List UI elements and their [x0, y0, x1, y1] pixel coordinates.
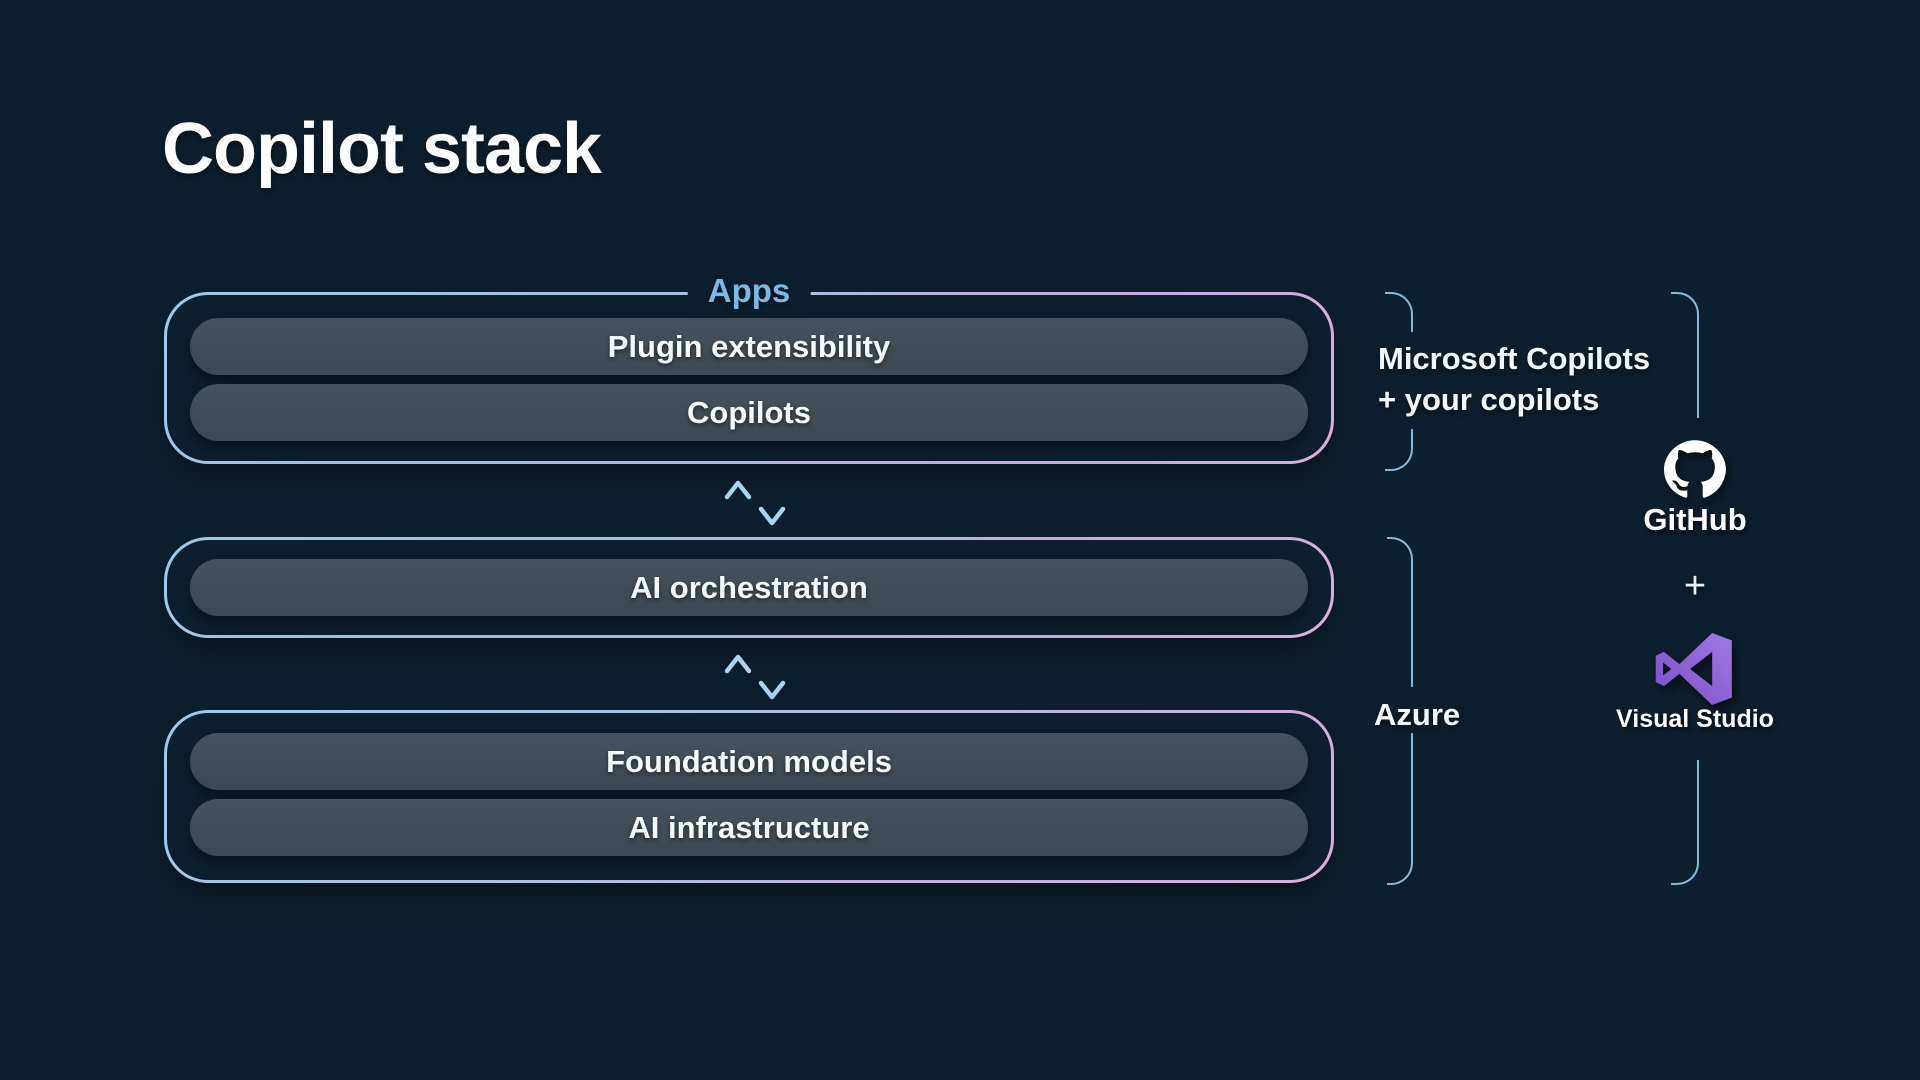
infrastructure-group: Foundation models AI infrastructure: [164, 710, 1334, 883]
github-label: GitHub: [1643, 502, 1747, 537]
apps-group: Apps Plugin extensibility Copilots: [164, 269, 1334, 464]
pill-foundation-models: Foundation models: [190, 733, 1308, 790]
github-icon: [1600, 440, 1790, 501]
copilots-bracket-top: [1385, 292, 1413, 332]
azure-bracket-top: [1387, 537, 1413, 687]
up-down-arrows-icon: [724, 652, 786, 702]
azure-annotation: Azure: [1374, 697, 1461, 732]
up-down-arrows-icon: [724, 478, 786, 528]
pill-ai-orchestration: AI orchestration: [190, 559, 1308, 616]
pill-ai-infrastructure: AI infrastructure: [190, 799, 1308, 856]
pill-plugin-extensibility: Plugin extensibility: [190, 318, 1308, 375]
page-title: Copilot stack: [162, 109, 602, 189]
apps-group-label: Apps: [687, 269, 811, 313]
copilots-annotation-line1: Microsoft Copilots: [1378, 341, 1651, 376]
copilots-annotation-line2: + your copilots: [1378, 382, 1600, 417]
tools-bracket-bottom: [1671, 760, 1699, 885]
visual-studio-label: Visual Studio: [1616, 705, 1774, 733]
pill-copilots: Copilots: [190, 384, 1308, 441]
orchestration-group: AI orchestration: [164, 537, 1334, 638]
azure-bracket-bottom: [1387, 733, 1413, 885]
copilots-annotation: Microsoft Copilots + your copilots: [1378, 338, 1678, 420]
copilots-bracket-bottom: [1385, 429, 1413, 471]
plus-sign: +: [1683, 565, 1707, 607]
visual-studio-icon: [1600, 633, 1790, 705]
tools-bracket-top: [1671, 292, 1699, 418]
